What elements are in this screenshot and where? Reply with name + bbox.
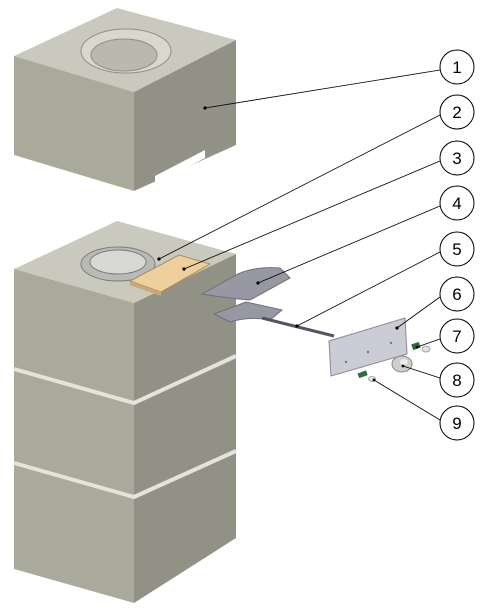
callout-number-3: 3 bbox=[452, 149, 461, 168]
insulation-plate-edge bbox=[130, 281, 161, 296]
stack-seam-1 bbox=[13, 354, 237, 406]
leader-line-5 bbox=[296, 251, 441, 327]
leader-line-2 bbox=[158, 114, 441, 260]
callout-bubble-7: 7 bbox=[439, 318, 475, 354]
callout-bubble-9: 9 bbox=[439, 405, 475, 441]
bracket-hole-1 bbox=[344, 360, 348, 364]
damper-plate-upper bbox=[200, 267, 291, 301]
top-block bbox=[14, 8, 236, 191]
leader-line-8 bbox=[402, 365, 441, 379]
knob-highlight bbox=[400, 359, 408, 365]
callout-number-1: 1 bbox=[452, 58, 461, 77]
screw-small-body bbox=[411, 341, 421, 351]
callouts: 1 2 3 4 5 6 7 8 bbox=[158, 49, 475, 441]
leader-line-1 bbox=[204, 69, 441, 109]
damper-rod bbox=[261, 316, 335, 338]
flue-ring-inner bbox=[89, 249, 147, 275]
insulation-plate bbox=[128, 254, 212, 296]
callout-number-2: 2 bbox=[452, 103, 461, 122]
screw bbox=[357, 370, 376, 382]
top-block-front-face bbox=[14, 56, 134, 191]
top-block-flue-hole bbox=[90, 38, 158, 72]
callout-bubble-5: 5 bbox=[439, 231, 475, 267]
callout-number-8: 8 bbox=[452, 371, 461, 390]
callout-bubble-8: 8 bbox=[439, 362, 475, 398]
callout-number-7: 7 bbox=[452, 327, 461, 346]
leader-line-9 bbox=[373, 379, 441, 421]
damper-plate-lower bbox=[212, 301, 284, 323]
bracket-hole-3 bbox=[389, 341, 393, 345]
mounting-bracket-plate bbox=[328, 317, 408, 377]
screw-body bbox=[357, 370, 368, 379]
top-block-notch bbox=[155, 150, 205, 184]
callout-bubble-1: 1 bbox=[439, 49, 475, 85]
screw-small-washer bbox=[421, 345, 431, 353]
knob bbox=[391, 355, 413, 373]
stack-seam-2 bbox=[13, 449, 237, 500]
stack-front-face bbox=[14, 269, 134, 603]
damper-plate bbox=[200, 267, 291, 323]
callout-number-5: 5 bbox=[452, 240, 461, 259]
bracket-hole-2 bbox=[366, 350, 370, 354]
leader-line-6 bbox=[396, 296, 441, 329]
leader-line-3 bbox=[183, 160, 441, 270]
callout-bubble-6: 6 bbox=[439, 276, 475, 312]
top-block-side-face bbox=[134, 40, 236, 191]
stack-side-face bbox=[134, 254, 236, 603]
callout-bubble-3: 3 bbox=[439, 140, 475, 176]
callout-bubble-4: 4 bbox=[439, 185, 475, 221]
callout-number-9: 9 bbox=[452, 414, 461, 433]
callout-number-6: 6 bbox=[452, 285, 461, 304]
leader-line-7 bbox=[416, 338, 441, 348]
callout-bubble-2: 2 bbox=[439, 94, 475, 130]
leader-line-4 bbox=[257, 205, 441, 284]
callout-number-4: 4 bbox=[452, 194, 461, 213]
